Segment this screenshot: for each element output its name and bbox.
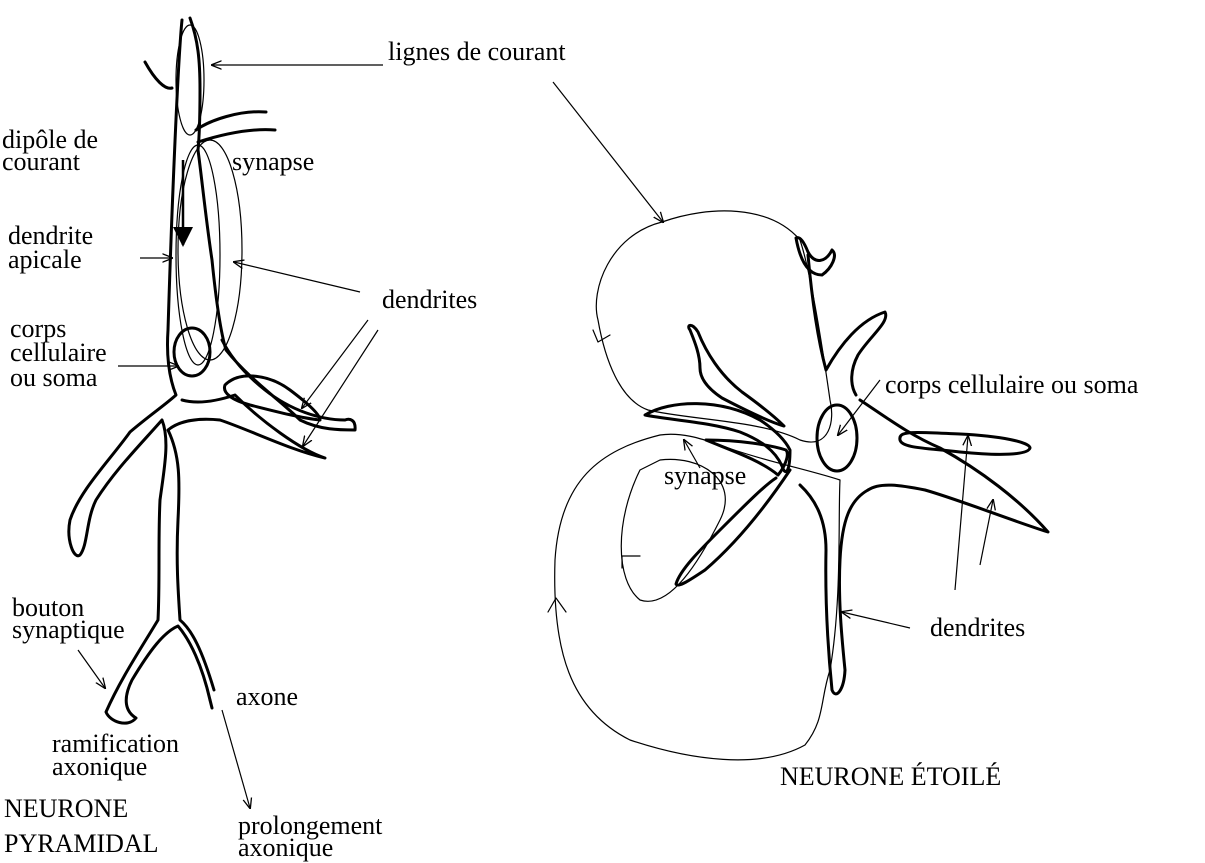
arrow-stellate-lignes [553,82,663,222]
pyramidal-right-branch [196,112,275,142]
pyramidal-left-loop [145,62,172,88]
pyramidal-neuron [69,18,383,808]
arrow-bouton [78,650,105,688]
stellate-neuron [548,82,1048,760]
label-dendrites: dendrites [382,285,477,314]
label-stellate-synapse: synapse [664,461,746,490]
label-synapse: synapse [232,147,314,176]
label-lignes-de-courant: lignes de courant [388,37,566,66]
arrow-prolongement [222,710,250,808]
arrow-stellate-dendrites-3 [842,612,910,628]
label-stellate-dendrites: dendrites [930,613,1025,642]
pyramidal-trunk-right [190,18,355,430]
label-title-line2: PYRAMIDAL [4,829,159,858]
label-dendrite-line2: apicale [8,245,82,274]
label-ramification-line2: axonique [52,752,147,781]
arrow-dendrites-1 [234,262,360,292]
label-stellate-title: NEURONE ÉTOILÉ [780,762,1001,791]
stellate-labels: corps cellulaire ou soma synapse dendrit… [664,370,1139,791]
label-stellate-corps: corps cellulaire ou soma [885,370,1139,399]
pyramidal-soma [174,328,210,376]
label-dipole-line2: courant [2,147,81,176]
stellate-dendrite-right [860,400,1048,532]
label-axone: axone [236,682,298,711]
label-title-line1: NEURONE [4,794,128,823]
stellate-tick-2 [622,556,640,568]
label-prolongement-line2: axonique [238,833,333,862]
label-corps-line3: ou soma [10,363,98,392]
label-bouton-line2: synaptique [12,615,125,644]
pyramidal-axon-end [210,700,212,708]
pyramidal-labels: lignes de courant dipôle de courant syna… [2,37,566,862]
stellate-tick-3 [548,598,566,612]
stellate-body [796,238,834,275]
stellate-dendrite-bottom [800,485,868,694]
arrow-dendrites-2 [302,320,368,408]
stellate-dendrite-right-loop [900,432,1030,454]
